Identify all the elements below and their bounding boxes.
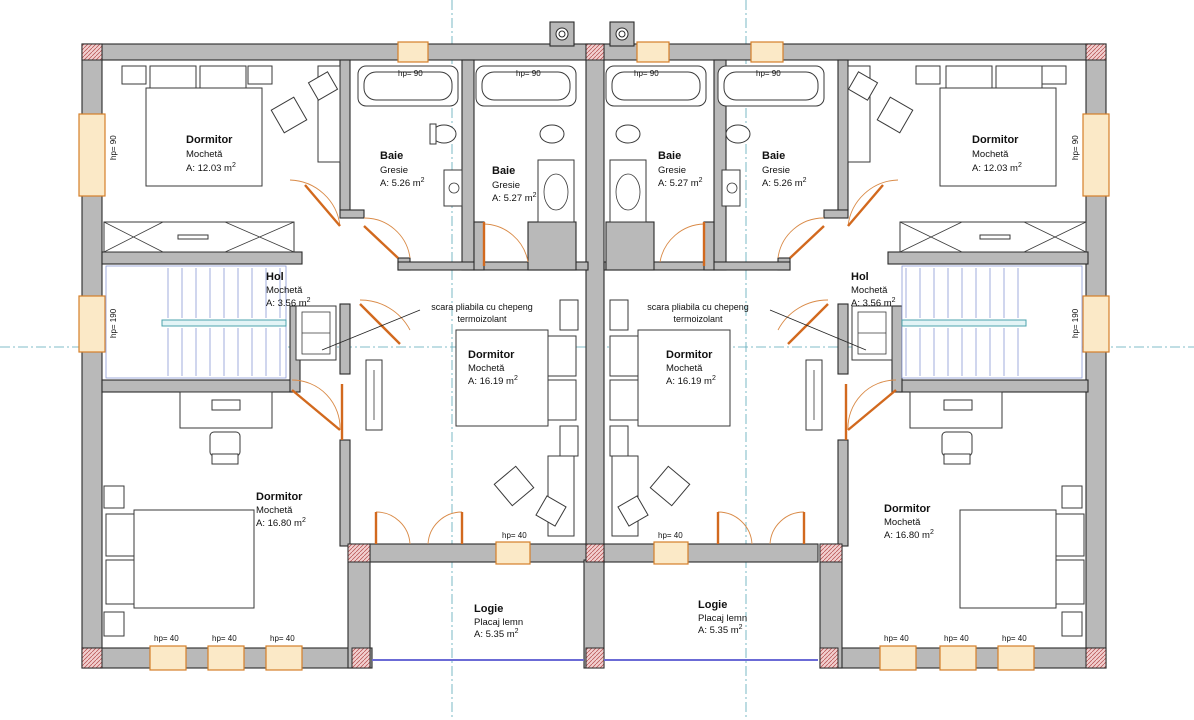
room-name-baie-3: Baie [658, 150, 681, 162]
area-unit-superscript: 2 [1018, 162, 1022, 169]
room-name-dormitor-ne: Dormitor [972, 134, 1019, 146]
stair-notes: scara pliabila cu chepeng termoizolant s… [431, 302, 749, 324]
hp-label-se-1: hp= 40 [884, 634, 909, 643]
stair-note-e-line2: termoizolant [673, 314, 723, 324]
room-finish-baie-3: Gresie [658, 165, 686, 176]
room-finish-baie-1: Gresie [380, 165, 408, 176]
hp-label-se-3: hp= 40 [1002, 634, 1027, 643]
hp-label-east-upper: hp= 90 [1071, 135, 1080, 160]
room-area-logie-w: A: 5.35 m [474, 629, 515, 640]
sill-height-labels: hp= 90 hp= 90 hp= 90 hp= 90 hp= 90 hp= 1… [109, 69, 1080, 643]
room-area-dormitor-sw: A: 16.80 m [256, 518, 302, 529]
area-unit-superscript: 2 [515, 628, 519, 635]
room-labels: Dormitor Mochetă A: 12.03 m2 Baie Gresie… [186, 134, 1022, 640]
hp-label-bath-e2: hp= 90 [756, 69, 781, 78]
room-area-dormitor-ne: A: 12.03 m [972, 163, 1018, 174]
room-finish-hol-e: Mochetă [851, 285, 888, 296]
room-finish-logie-w: Placaj lemn [474, 617, 523, 628]
room-name-hol-e: Hol [851, 271, 869, 283]
columns [81, 43, 1107, 669]
room-area-dormitor-nw: A: 12.03 m [186, 163, 232, 174]
room-area-dormitor-cw: A: 16.19 m [468, 376, 514, 387]
svg-text:A: 5.26 m2: A: 5.26 m2 [380, 177, 425, 189]
windows [78, 41, 1110, 671]
svg-text:A: 5.27 m2: A: 5.27 m2 [658, 177, 703, 189]
room-finish-hol-w: Mochetă [266, 285, 303, 296]
hp-label-east-hol: hp= 190 [1071, 308, 1080, 338]
stair-note-w-line2: termoizolant [457, 314, 507, 324]
hp-label-se-2: hp= 40 [944, 634, 969, 643]
room-name-dormitor-se: Dormitor [884, 503, 931, 515]
room-area-baie-3: A: 5.27 m [658, 178, 699, 189]
area-unit-superscript: 2 [232, 162, 236, 169]
svg-text:A: 16.19 m2: A: 16.19 m2 [666, 375, 716, 387]
furniture [103, 65, 1087, 637]
doors [289, 179, 899, 545]
room-name-logie-w: Logie [474, 603, 503, 615]
area-unit-superscript: 2 [712, 375, 716, 382]
room-area-baie-1: A: 5.26 m [380, 178, 421, 189]
stair-note-e-line1: scara pliabila cu chepeng [647, 302, 749, 312]
stairs [105, 265, 1083, 379]
hp-label-center-e: hp= 40 [658, 531, 683, 540]
hp-label-bath-w1: hp= 90 [398, 69, 423, 78]
area-unit-superscript: 2 [739, 624, 743, 631]
room-name-dormitor-cw: Dormitor [468, 349, 515, 361]
room-name-baie-4: Baie [762, 150, 785, 162]
hp-label-west-upper: hp= 90 [109, 135, 118, 160]
hp-label-bath-e1: hp= 90 [634, 69, 659, 78]
room-name-dormitor-ce: Dormitor [666, 349, 713, 361]
svg-text:A: 3.56 m2: A: 3.56 m2 [266, 297, 311, 309]
room-area-dormitor-se: A: 16.80 m [884, 530, 930, 541]
room-finish-dormitor-nw: Mochetă [186, 149, 223, 160]
area-unit-superscript: 2 [699, 177, 703, 184]
room-name-baie-1: Baie [380, 150, 403, 162]
svg-text:A: 5.35 m2: A: 5.35 m2 [474, 628, 519, 640]
room-finish-dormitor-ne: Mochetă [972, 149, 1009, 160]
area-unit-superscript: 2 [533, 192, 537, 199]
hp-label-sw-1: hp= 40 [154, 634, 179, 643]
svg-text:A: 16.19 m2: A: 16.19 m2 [468, 375, 518, 387]
room-name-baie-2: Baie [492, 165, 515, 177]
svg-text:A: 5.35 m2: A: 5.35 m2 [698, 624, 743, 636]
svg-text:A: 12.03 m2: A: 12.03 m2 [972, 162, 1022, 174]
room-area-dormitor-ce: A: 16.19 m [666, 376, 712, 387]
hp-label-sw-3: hp= 40 [270, 634, 295, 643]
room-area-baie-2: A: 5.27 m [492, 193, 533, 204]
svg-text:A: 5.26 m2: A: 5.26 m2 [762, 177, 807, 189]
svg-text:A: 16.80 m2: A: 16.80 m2 [884, 529, 934, 541]
room-finish-dormitor-cw: Mochetă [468, 363, 505, 374]
area-unit-superscript: 2 [307, 297, 311, 304]
room-name-hol-w: Hol [266, 271, 284, 283]
room-finish-dormitor-sw: Mochetă [256, 505, 293, 516]
svg-text:A: 5.27 m2: A: 5.27 m2 [492, 192, 537, 204]
room-name-logie-e: Logie [698, 599, 727, 611]
room-name-dormitor-sw: Dormitor [256, 491, 303, 503]
area-unit-superscript: 2 [514, 375, 518, 382]
svg-text:A: 16.80 m2: A: 16.80 m2 [256, 517, 306, 529]
room-finish-baie-4: Gresie [762, 165, 790, 176]
area-unit-superscript: 2 [892, 297, 896, 304]
hp-label-sw-2: hp= 40 [212, 634, 237, 643]
hp-label-west-hol: hp= 190 [109, 308, 118, 338]
area-unit-superscript: 2 [930, 529, 934, 536]
room-finish-dormitor-se: Mochetă [884, 517, 921, 528]
hp-label-bath-w2: hp= 90 [516, 69, 541, 78]
svg-text:A: 3.56 m2: A: 3.56 m2 [851, 297, 896, 309]
stair-note-w-line1: scara pliabila cu chepeng [431, 302, 533, 312]
area-unit-superscript: 2 [302, 517, 306, 524]
room-name-dormitor-nw: Dormitor [186, 134, 233, 146]
room-finish-baie-2: Gresie [492, 180, 520, 191]
svg-text:A: 12.03 m2: A: 12.03 m2 [186, 162, 236, 174]
room-finish-logie-e: Placaj lemn [698, 613, 747, 624]
room-area-hol-e: A: 3.56 m [851, 298, 892, 309]
room-finish-dormitor-ce: Mochetă [666, 363, 703, 374]
room-area-logie-e: A: 5.35 m [698, 625, 739, 636]
area-unit-superscript: 2 [421, 177, 425, 184]
hp-label-center-w: hp= 40 [502, 531, 527, 540]
room-area-baie-4: A: 5.26 m [762, 178, 803, 189]
room-area-hol-w: A: 3.56 m [266, 298, 307, 309]
area-unit-superscript: 2 [803, 177, 807, 184]
